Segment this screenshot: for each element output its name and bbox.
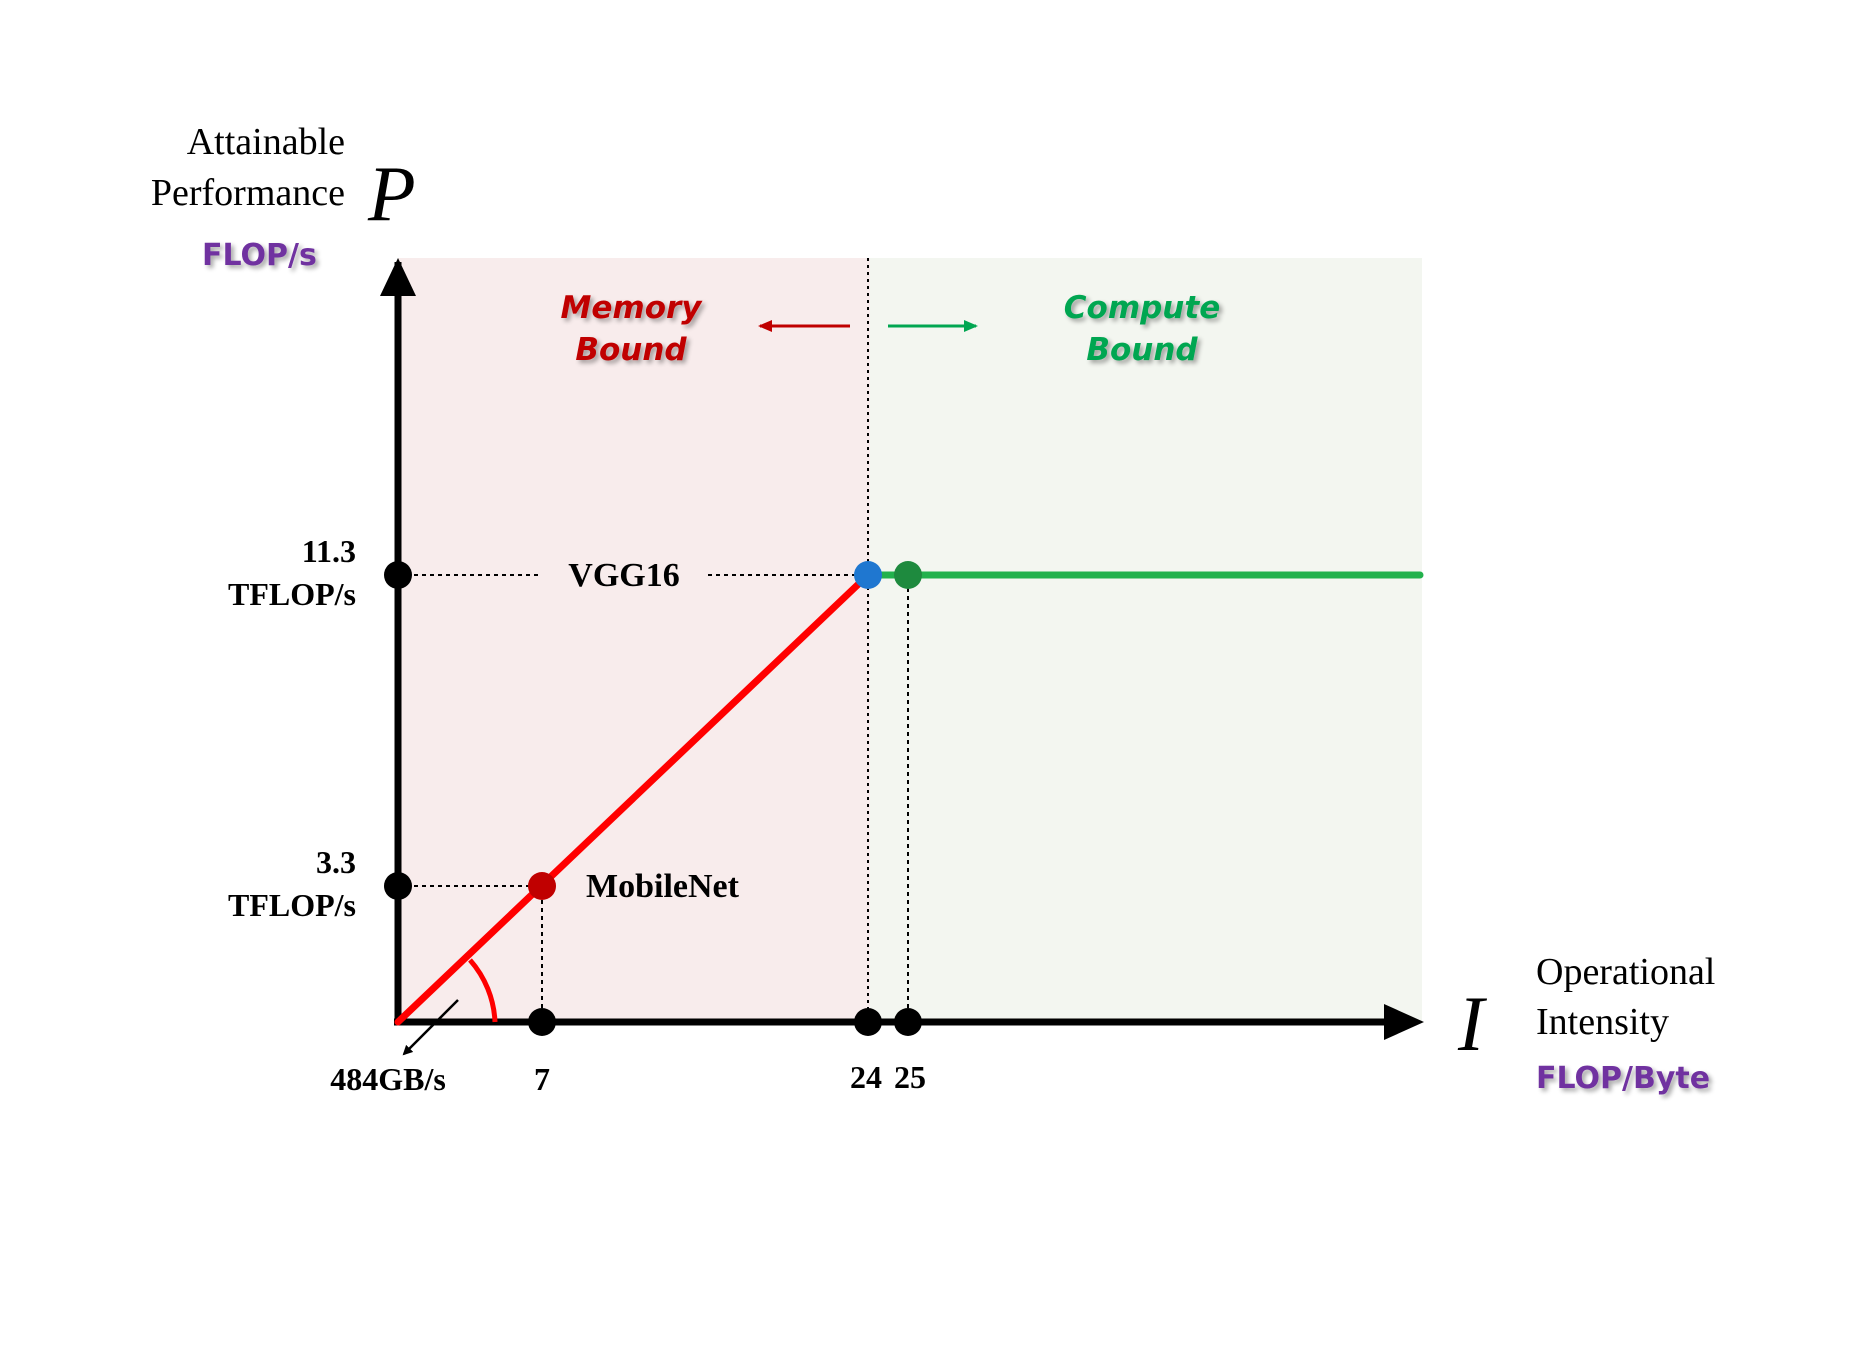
compute-bound-label-line1: Compute xyxy=(1064,290,1220,326)
ridge-point xyxy=(854,561,882,589)
vgg16-point xyxy=(894,561,922,589)
compute-bound-region xyxy=(870,258,1422,1022)
memory-bound-label-line2: Bound xyxy=(575,332,687,368)
x-axis-unit: FLOP/Byte xyxy=(1536,1061,1710,1096)
bandwidth-pointer xyxy=(402,999,459,1056)
x-axis-arrowhead xyxy=(1384,1004,1424,1040)
y-tick-dot-3-3 xyxy=(384,872,412,900)
y-axis-arrowhead xyxy=(380,258,416,296)
y-tick-label-3-3-value: 3.3 xyxy=(316,844,356,880)
x-tick-label-25: 25 xyxy=(894,1059,926,1095)
mobilenet-point xyxy=(528,872,556,900)
memory-bound-roof xyxy=(394,571,872,1026)
bandwidth-label: 484GB/s xyxy=(330,1061,446,1097)
compute-bound-label-line2: Bound xyxy=(1086,332,1198,368)
y-tick-dot-11-3 xyxy=(384,561,412,589)
y-tick-label-11-3-value: 11.3 xyxy=(302,533,356,569)
x-tick-dot-25 xyxy=(894,1008,922,1036)
y-axis-unit: FLOP/s xyxy=(202,238,317,273)
memory-bound-region xyxy=(398,258,870,1022)
y-tick-label-11-3-unit: TFLOP/s xyxy=(228,576,356,612)
vgg16-label: VGG16 xyxy=(568,557,679,594)
x-axis-label-line1: Operational xyxy=(1536,951,1715,993)
x-tick-label-7: 7 xyxy=(534,1061,550,1097)
memory-bound-label-line1: Memory xyxy=(561,290,704,326)
y-axis-label-line2: Performance xyxy=(151,172,345,214)
x-tick-dot-24 xyxy=(854,1008,882,1036)
x-tick-label-24: 24 xyxy=(850,1059,882,1095)
mobilenet-label: MobileNet xyxy=(586,868,740,905)
x-tick-dot-7 xyxy=(528,1008,556,1036)
x-axis-symbol: I xyxy=(1457,980,1488,1067)
y-tick-label-3-3-unit: TFLOP/s xyxy=(228,887,356,923)
slope-angle-arc xyxy=(468,958,498,1023)
x-axis-label-line2: Intensity xyxy=(1536,1001,1669,1043)
y-axis-symbol: P xyxy=(367,150,416,237)
y-axis-label-line1: Attainable xyxy=(187,121,345,163)
